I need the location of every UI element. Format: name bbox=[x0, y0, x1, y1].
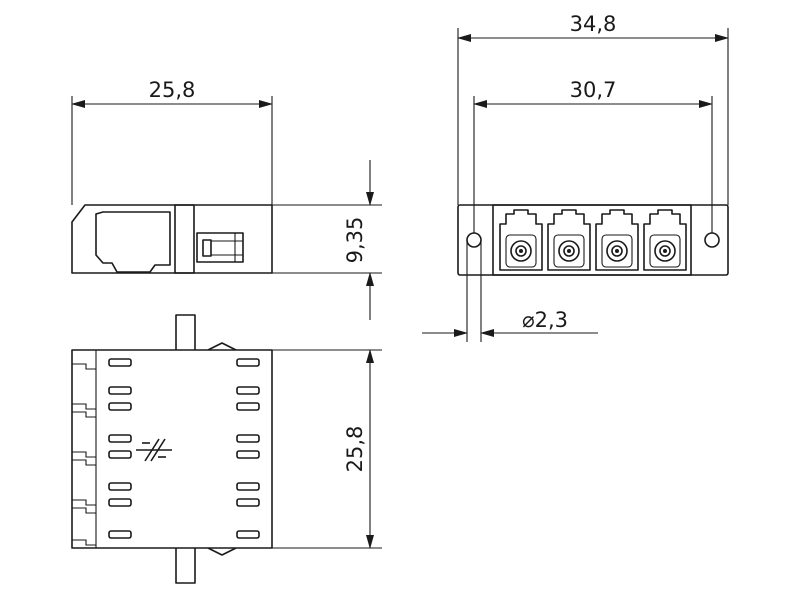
slot bbox=[236, 402, 260, 411]
side-view-clip bbox=[174, 204, 195, 274]
side-view-latch-right bbox=[196, 232, 244, 263]
slot bbox=[236, 530, 260, 539]
slot bbox=[236, 386, 260, 395]
front-hole-spacing-dim-label: 30,7 bbox=[570, 78, 617, 102]
front-overall-dim-label: 34,8 bbox=[570, 12, 617, 36]
slot bbox=[108, 358, 132, 367]
top-view: 25,8 bbox=[71, 314, 382, 584]
slot bbox=[108, 450, 132, 459]
top-height-dim-label: 25,8 bbox=[343, 426, 367, 473]
slot bbox=[108, 386, 132, 395]
slot bbox=[236, 482, 260, 491]
ferrule bbox=[663, 249, 667, 253]
side-height-dim-label: 9,35 bbox=[343, 217, 367, 264]
ferrule bbox=[615, 249, 619, 253]
top-slots bbox=[108, 358, 260, 539]
slot bbox=[108, 434, 132, 443]
slot bbox=[236, 498, 260, 507]
side-width-dim-label: 25,8 bbox=[149, 78, 196, 102]
slot bbox=[108, 402, 132, 411]
front-hole-diameter-dim-label: ⌀2,3 bbox=[522, 308, 568, 332]
logo-icon bbox=[136, 438, 172, 462]
side-view: 25,8 9,35 bbox=[71, 78, 382, 320]
front-port bbox=[595, 209, 639, 271]
front-mount-hole-right bbox=[704, 232, 720, 248]
top-left-notches bbox=[72, 363, 96, 546]
slot bbox=[236, 358, 260, 367]
front-ports bbox=[499, 209, 687, 271]
top-tab-upper bbox=[175, 314, 196, 350]
slot bbox=[108, 482, 132, 491]
side-view-latch bbox=[95, 211, 171, 273]
slot bbox=[108, 530, 132, 539]
front-view: 34,8 30,7 ⌀2,3 bbox=[422, 12, 729, 342]
slot bbox=[108, 498, 132, 507]
top-view-body bbox=[71, 349, 273, 549]
slot bbox=[236, 450, 260, 459]
ferrule bbox=[567, 249, 571, 253]
front-mount-hole-left bbox=[466, 232, 482, 248]
front-port bbox=[643, 209, 687, 271]
front-view-body bbox=[492, 204, 692, 276]
front-port bbox=[547, 209, 591, 271]
ferrule bbox=[519, 249, 523, 253]
front-view-flange bbox=[457, 204, 729, 276]
front-port bbox=[499, 209, 543, 271]
top-tab-lower bbox=[175, 548, 196, 584]
slot bbox=[236, 434, 260, 443]
